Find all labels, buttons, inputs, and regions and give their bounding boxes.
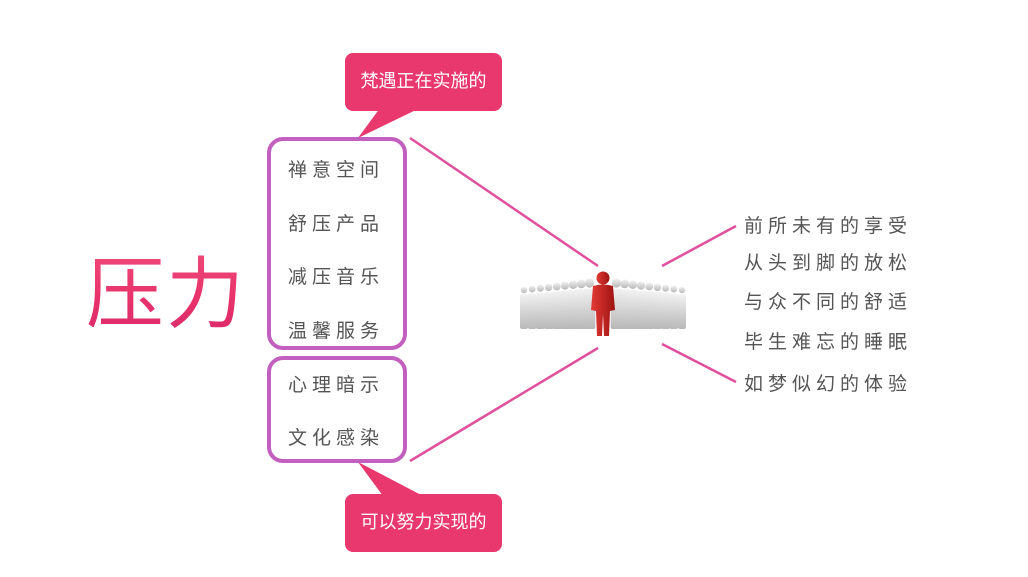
group-item-chan-space: 禅意空间 xyxy=(288,159,385,181)
crowd-figure-left-2 xyxy=(535,284,545,329)
group-achievable-box xyxy=(267,356,407,463)
leader-figure xyxy=(591,271,615,336)
crowd-figure-right-4 xyxy=(644,282,655,329)
callout-top-tail xyxy=(358,108,420,138)
group-item-culture-influence: 文化感染 xyxy=(288,427,385,449)
connector-center-to-effects-bottom xyxy=(661,342,737,384)
crowd-figure-left-4 xyxy=(551,282,562,329)
connector-box1-to-center xyxy=(409,136,599,268)
crowd-figure-right-3 xyxy=(652,283,663,329)
effect-unprecedented-enjoyment: 前所未有的享受 xyxy=(744,215,913,237)
callout-implementing: 梵遇正在实施的 xyxy=(345,53,502,111)
effect-unique-comfort: 与众不同的舒适 xyxy=(744,291,913,313)
group-item-psych-suggestion: 心理暗示 xyxy=(288,374,385,396)
crowd-figure-left-0 xyxy=(520,286,528,329)
group-item-warm-service: 温馨服务 xyxy=(288,320,385,342)
crowd-figure-left-1 xyxy=(527,285,537,329)
callout-achievable: 可以努力实现的 xyxy=(345,494,502,552)
effect-dreamlike-experience: 如梦似幻的体验 xyxy=(744,373,913,395)
crowd-figure-right-2 xyxy=(661,284,671,329)
crowd-figure-right-6 xyxy=(627,280,639,329)
connector-center-to-effects-top xyxy=(661,224,737,268)
crowd-left-figures xyxy=(520,278,596,329)
effect-head-to-toe-relax: 从头到脚的放松 xyxy=(744,252,913,274)
crowd-right-figures xyxy=(610,278,686,329)
crowd-figure-right-5 xyxy=(635,281,647,329)
group-implementing-box xyxy=(267,137,407,350)
connector-box2-to-center xyxy=(409,346,599,463)
callout-bottom-tail xyxy=(358,462,423,496)
crowd-figure-left-5 xyxy=(559,281,571,329)
crowd-figure-right-0 xyxy=(678,286,686,329)
group-item-relief-music: 减压音乐 xyxy=(288,266,385,288)
crowd-figure-left-3 xyxy=(543,283,554,329)
crowd-with-leader-icon xyxy=(520,271,686,336)
crowd-figure-right-1 xyxy=(669,285,679,329)
group-item-relief-products: 舒压产品 xyxy=(288,213,385,235)
page-title: 压力 xyxy=(86,250,247,340)
effect-unforgettable-sleep: 毕生难忘的睡眠 xyxy=(744,331,913,353)
crowd-figure-left-6 xyxy=(567,280,579,329)
